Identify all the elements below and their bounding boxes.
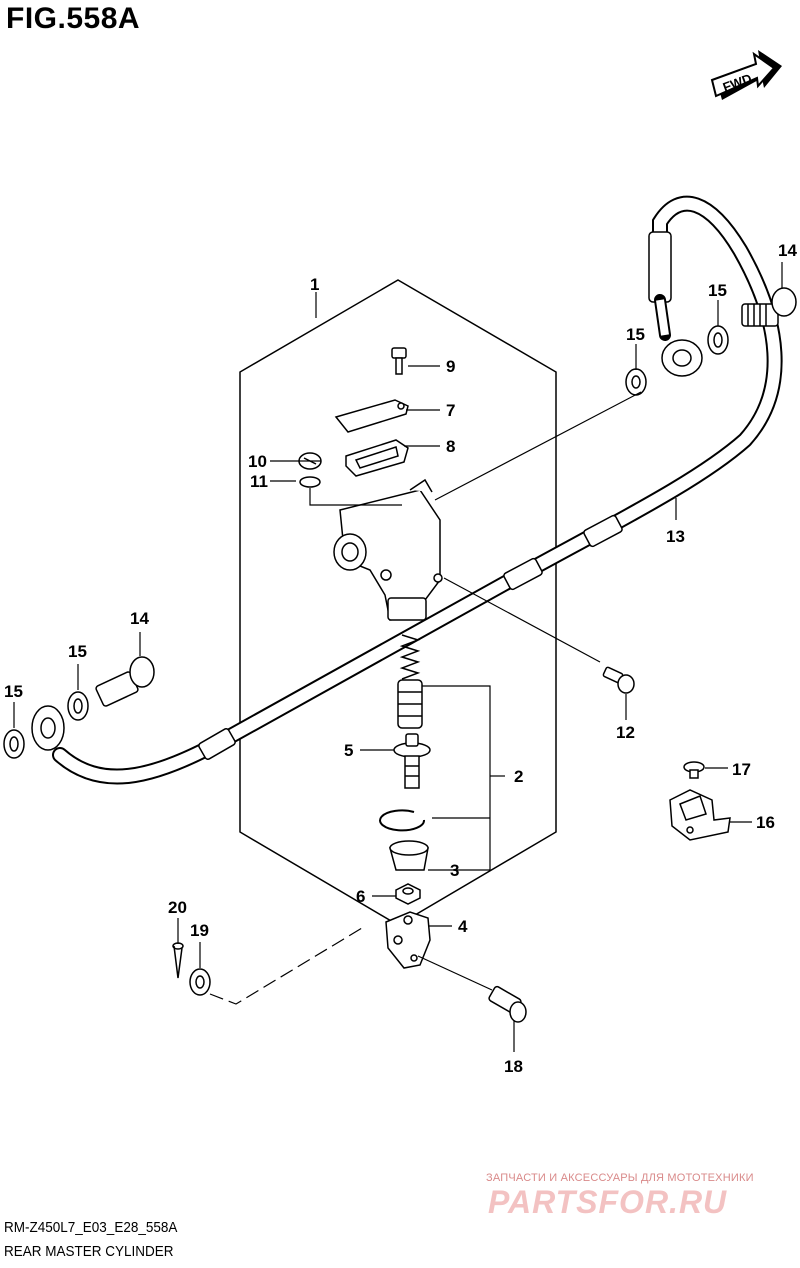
master-cylinder-body xyxy=(333,478,443,621)
brake-hose xyxy=(52,195,783,785)
spring xyxy=(399,634,421,680)
cotter-pin-20 xyxy=(172,942,184,979)
circlip xyxy=(379,809,426,832)
bracket-16 xyxy=(669,789,731,841)
hose-banjo-top xyxy=(654,294,703,377)
push-rod-5 xyxy=(393,733,431,789)
leader-lines xyxy=(13,262,783,1052)
callout-5: 5 xyxy=(344,741,353,760)
callout-labels: 1 2 3 4 5 6 7 8 9 10 11 12 13 14 14 15 1… xyxy=(4,241,797,1076)
callout-8: 8 xyxy=(446,437,455,456)
clevis-4 xyxy=(385,911,431,969)
callout-1: 1 xyxy=(310,275,319,294)
figure-title: FIG.558A xyxy=(6,2,141,35)
callout-4: 4 xyxy=(458,917,468,936)
callout-16: 16 xyxy=(756,813,775,832)
banjo-bolt-left xyxy=(95,656,155,707)
banjo-bolt-right xyxy=(741,287,797,327)
callout-14-left: 14 xyxy=(130,609,149,628)
fwd-arrow-icon: FWD xyxy=(710,50,782,100)
callout-11: 11 xyxy=(250,472,268,491)
callout-12: 12 xyxy=(616,723,635,742)
screw-9 xyxy=(391,347,407,375)
callout-17: 17 xyxy=(732,760,751,779)
callout-20: 20 xyxy=(168,898,187,917)
watermark-logo: PARTSFOR.RU xyxy=(488,1184,728,1220)
callout-14-right: 14 xyxy=(778,241,797,260)
clip-11 xyxy=(299,476,321,488)
callout-6: 6 xyxy=(356,887,365,906)
reservoir-cap xyxy=(334,399,409,433)
callout-18: 18 xyxy=(504,1057,523,1076)
piston xyxy=(397,679,423,729)
callout-3: 3 xyxy=(450,861,459,880)
nut-6 xyxy=(395,883,421,905)
pin-18 xyxy=(488,985,527,1023)
diagram-name: REAR MASTER CYLINDER xyxy=(4,1243,174,1260)
callout-15-c: 15 xyxy=(68,642,87,661)
screw-12 xyxy=(602,666,635,694)
boot-3 xyxy=(389,840,429,871)
reservoir-diaphragm xyxy=(345,439,409,477)
callout-15-a: 15 xyxy=(708,281,727,300)
callout-2: 2 xyxy=(514,767,523,786)
callout-15-b: 15 xyxy=(626,325,645,344)
hose-banjo-left xyxy=(31,705,65,751)
callout-19: 19 xyxy=(190,921,209,940)
callout-9: 9 xyxy=(446,357,455,376)
callout-7: 7 xyxy=(446,401,455,420)
washers-15 xyxy=(3,325,729,759)
screw-17 xyxy=(683,761,705,779)
diagram-code: RM-Z450L7_E03_E28_558A xyxy=(4,1219,178,1236)
washer-19 xyxy=(189,968,211,996)
callout-15-d: 15 xyxy=(4,682,23,701)
watermark-tagline: ЗАПЧАСТИ И АКСЕССУАРЫ ДЛЯ МОТОТЕХНИКИ xyxy=(486,1172,754,1184)
callout-10: 10 xyxy=(248,452,267,471)
callout-13: 13 xyxy=(666,527,685,546)
